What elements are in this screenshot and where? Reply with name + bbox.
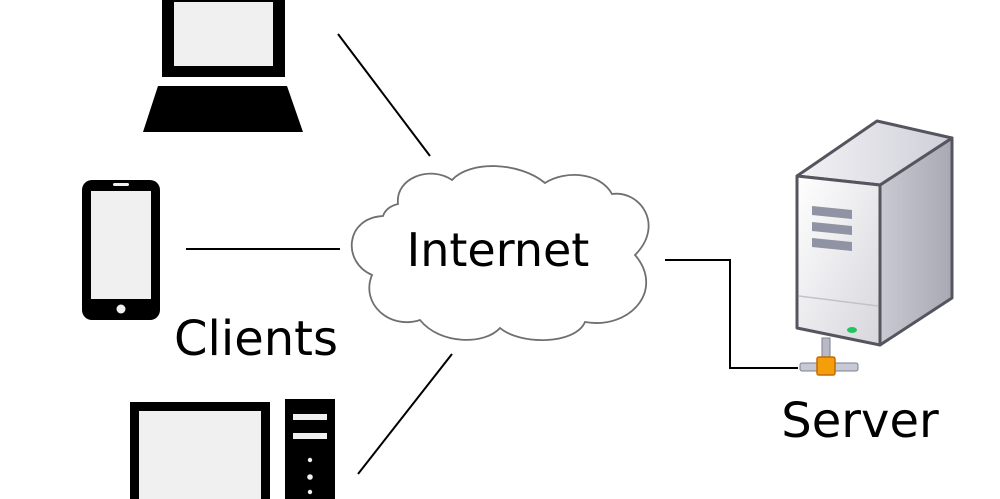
internet-label: Internet (407, 223, 590, 277)
smartphone-icon (82, 180, 160, 320)
clients-label: Clients (174, 311, 338, 367)
laptop-to-internet-line (337, 33, 431, 157)
cloud-icon (350, 165, 650, 341)
server-tower-icon (795, 119, 954, 347)
internet-to-server-line (665, 259, 798, 369)
server-led-indicator (847, 327, 857, 333)
laptop-icon (143, 0, 303, 132)
desktop-computer-icon (130, 399, 335, 499)
desktop-to-internet-line (357, 353, 453, 475)
connection-lines (186, 33, 798, 475)
server-label: Server (781, 393, 939, 449)
network-connector-icon (799, 337, 859, 376)
